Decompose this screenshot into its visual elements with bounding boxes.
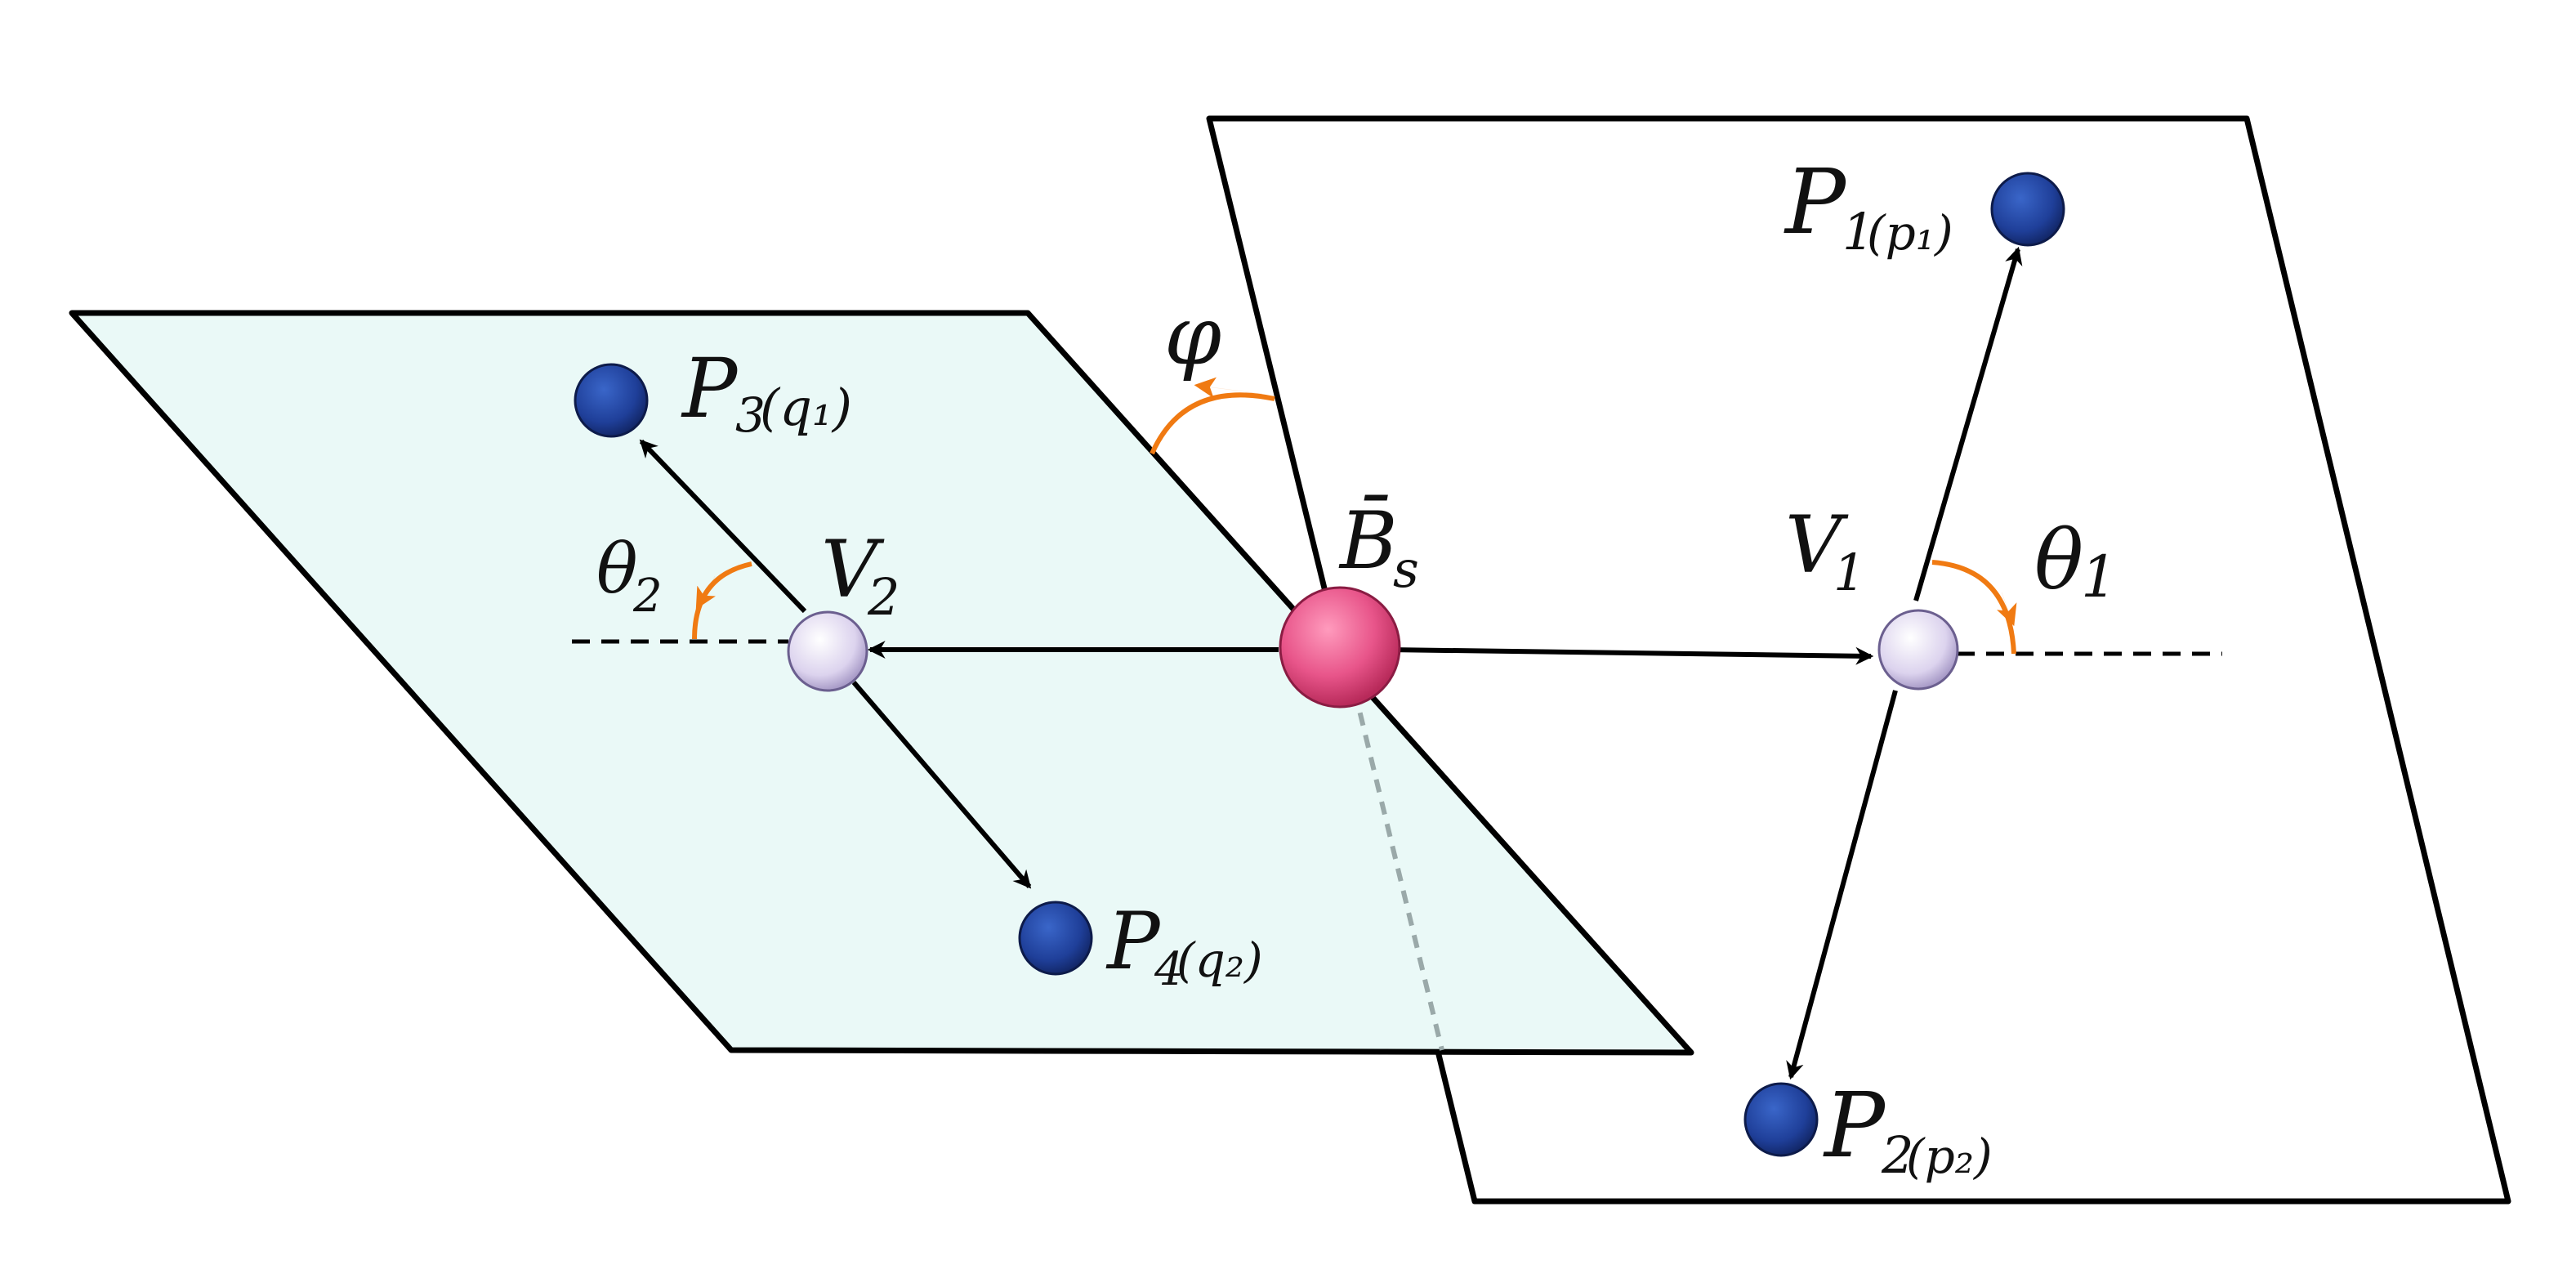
parent-label: B̄ s [1338,495,1419,599]
svg-text:P: P [681,341,739,436]
v2-label: V 2 [821,524,900,627]
arrow-parent-to-v1 [1388,646,1874,665]
p1-particle-node [1990,172,2065,247]
svg-text:3: 3 [735,387,766,443]
parent-particle-node [1279,586,1401,709]
svg-text:2: 2 [632,570,663,623]
v2-vertex-node [787,610,868,692]
p3-label: P 3 (q₁) [681,341,852,443]
p1-label: P 1 (p₁) [1784,150,1953,262]
theta1-label: θ 1 [2034,512,2118,610]
p3-particle-node [574,363,649,438]
svg-text:(q₁): (q₁) [760,378,852,437]
svg-text:(p₁): (p₁) [1867,205,1953,261]
left-decay-plane [69,310,1694,1056]
theta1-angle-arc [1931,560,2016,655]
arrow-v1-to-p1 [1913,246,2023,601]
svg-text:V: V [821,524,885,615]
p2-label: P 2 (p₂) [1823,1073,1993,1185]
svg-text:2: 2 [867,567,900,627]
v1-label: V 1 [1785,499,1865,602]
svg-text:s: s [1393,539,1419,599]
arrow-v2-to-p3 [639,439,807,614]
svg-text:θ: θ [596,529,638,609]
svg-text:V: V [1785,499,1849,591]
theta2-label: θ 2 [596,529,663,623]
svg-text:P: P [1784,150,1847,254]
phi-label: φ [1164,288,1221,383]
p4-particle-node [1018,901,1093,976]
svg-text:P: P [1823,1073,1886,1178]
svg-text:B̄: B̄ [1338,495,1398,587]
svg-text:θ: θ [2034,512,2083,608]
svg-text:1: 1 [2081,543,2118,610]
plane-intersection-line [1352,690,1444,1051]
p2-particle-node [1743,1082,1819,1157]
p4-label: P 4 (q₂) [1105,896,1263,996]
arrow-v1-to-p2 [1786,690,1898,1080]
svg-text:2: 2 [1881,1125,1913,1185]
svg-text:P: P [1105,896,1161,987]
svg-text:1: 1 [1842,202,1874,262]
svg-text:1: 1 [1833,543,1865,602]
svg-text:(q₂): (q₂) [1176,932,1263,988]
phi-angle-arc [1150,392,1275,455]
svg-text:4: 4 [1154,943,1184,996]
v1-vertex-node [1877,609,1959,691]
arrow-v2-to-p4 [851,681,1032,889]
svg-text:(p₂): (p₂) [1906,1129,1993,1184]
